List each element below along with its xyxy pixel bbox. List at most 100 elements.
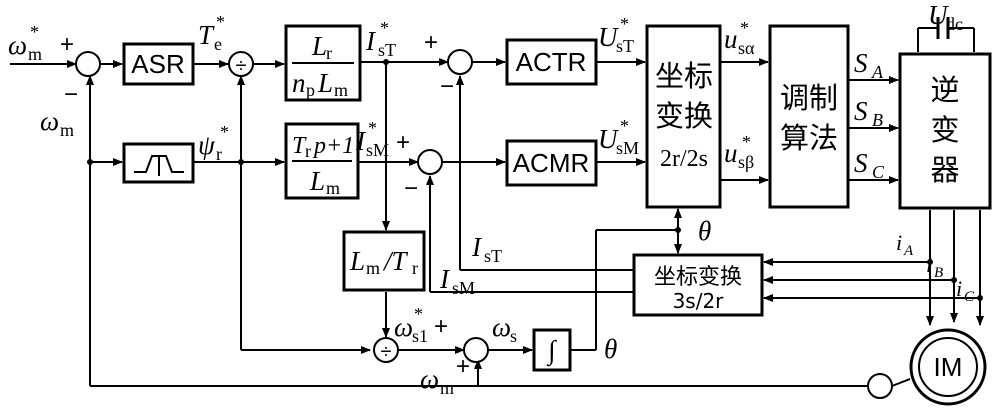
label-ws: ω s <box>492 312 517 346</box>
sb-sub: B <box>872 110 883 130</box>
label-ib: i B <box>926 252 943 281</box>
actr-block: ACTR <box>505 38 598 86</box>
slip-gain-b: /T <box>382 246 409 276</box>
sign-ism-minus: − <box>404 175 418 202</box>
label-usm-ref: U sM * <box>598 116 639 158</box>
integrator-symbol: ∫ <box>546 335 557 367</box>
label-usa-ref: u sα * <box>724 18 755 58</box>
usm-ref-sup: * <box>620 116 629 136</box>
torque-gain-den-a: n <box>292 68 306 98</box>
flux-ref-sup: * <box>220 122 229 142</box>
torque-gain-block: L r n p L m <box>284 24 362 102</box>
sa-sym: S <box>854 48 868 78</box>
label-ust-ref: U sT * <box>598 14 634 56</box>
inverter-line1: 逆 <box>930 73 959 107</box>
torque-divider-junction <box>228 51 254 77</box>
label-usb-ref: u sβ * <box>724 132 754 172</box>
label-ism-fb: I sM <box>439 264 475 298</box>
sign-ist-plus: + <box>424 29 438 56</box>
ist-ref-sub: sT <box>378 40 396 60</box>
torque-gain-den-a-sub: p <box>306 80 315 100</box>
label-slip: ω s1 * <box>394 304 428 346</box>
sign-ism-plus: + <box>396 129 410 156</box>
coord-fwd-line2: 变换 <box>655 99 713 133</box>
modulation-line2: 算法 <box>780 121 838 155</box>
signal-lines <box>10 17 984 387</box>
coord-transform-2r2s-block: 坐标 变换 2r/2s <box>645 24 722 209</box>
label-udc: U dc <box>928 0 963 34</box>
ia-sub: A <box>903 243 914 259</box>
divider-symbol-bottom: ÷ <box>381 341 392 363</box>
inverter-block: 逆 变 器 <box>898 52 992 210</box>
torque-gain-num-sub: r <box>326 43 332 63</box>
label-sb: S B <box>854 96 883 130</box>
flux-gain-den-sub: m <box>326 178 340 198</box>
usa-ref-sym: u <box>724 24 738 54</box>
modulation-block: 调制 算法 <box>768 24 850 209</box>
acmr-label: ACMR <box>513 148 590 178</box>
flux-gain-num-a-sub: r <box>305 141 311 161</box>
ist-sum-junction <box>447 49 473 75</box>
usm-ref-sym: U <box>598 124 619 154</box>
usb-ref-sup: * <box>742 132 751 152</box>
inverter-line3: 器 <box>930 153 959 187</box>
speed-ref-sub: m <box>28 44 42 64</box>
label-speed-ref: ω m * <box>8 22 42 64</box>
label-ist-ref: I sT * <box>365 18 396 60</box>
usa-ref-sup: * <box>740 18 749 38</box>
label-speed-fb: ω m <box>40 106 74 140</box>
coord-transform-3s2r-block: 坐标变换 3s/2r <box>632 253 764 317</box>
label-torque-ref: T e * <box>198 12 225 54</box>
ust-ref-sub: sT <box>616 36 634 56</box>
speed-add-sub: m <box>440 378 454 398</box>
slip-sym: ω <box>394 312 413 342</box>
flux-ref-sym: ψ <box>198 130 216 160</box>
induction-motor: IM <box>909 328 987 406</box>
speed-fb-sub: m <box>60 120 74 140</box>
coord-inv-line2: 3s/2r <box>673 289 725 313</box>
coord-fwd-line1: 坐标 <box>655 59 713 93</box>
ism-fb-sym: I <box>439 264 451 294</box>
ia-sym: i <box>896 230 902 255</box>
slip-divider-junction <box>373 337 399 363</box>
usb-ref-sym: u <box>724 138 738 168</box>
label-ia: i A <box>896 230 914 259</box>
label-ic: i C <box>956 276 975 305</box>
slip-sup: * <box>414 304 423 324</box>
ism-sum-junction <box>417 149 443 175</box>
speed-add-sym: ω <box>420 364 439 394</box>
ist-fb-sub: sT <box>484 246 502 266</box>
speed-encoder <box>867 373 893 399</box>
ist-ref-sup: * <box>380 18 389 38</box>
sign-speed-add-plus: + <box>456 353 470 380</box>
asr-block: ASR <box>122 42 195 86</box>
signal-labels: ω m * ω m T e * ψ r * I sT * I sM * U <box>8 0 975 398</box>
sb-sym: S <box>854 96 868 126</box>
divider-symbol-top: ÷ <box>236 55 247 77</box>
speed-fb-sym: ω <box>40 106 59 136</box>
flux-gain-den: L <box>309 166 325 196</box>
ism-ref-sym: I <box>355 126 367 156</box>
torque-gain-num: L <box>311 31 327 61</box>
ism-ref-sub: sM <box>366 140 389 160</box>
torque-ref-sup: * <box>216 12 225 32</box>
ist-ref-sym: I <box>365 26 377 56</box>
flux-gain-num-a: T <box>292 133 307 159</box>
summing-junctions: ÷ ÷ <box>75 49 489 363</box>
flux-profile-icon <box>134 155 184 176</box>
theta-label-bottom: θ <box>604 334 617 364</box>
slip-sub: s1 <box>412 326 428 346</box>
ic-sub: C <box>964 289 975 305</box>
ic-sym: i <box>956 276 962 301</box>
acmr-block: ACMR <box>505 139 598 187</box>
ism-fb-sub: sM <box>452 278 475 298</box>
integrator-block: ∫ <box>532 328 572 372</box>
flux-gain-num-b: p+1 <box>312 133 354 159</box>
inverter-line2: 变 <box>930 113 959 147</box>
speed-add-junction <box>463 337 489 363</box>
ism-ref-sup: * <box>368 118 377 138</box>
label-speed-add: ω m <box>420 364 454 398</box>
ib-sym: i <box>926 252 932 277</box>
slip-gain-a-sub: m <box>366 258 380 278</box>
